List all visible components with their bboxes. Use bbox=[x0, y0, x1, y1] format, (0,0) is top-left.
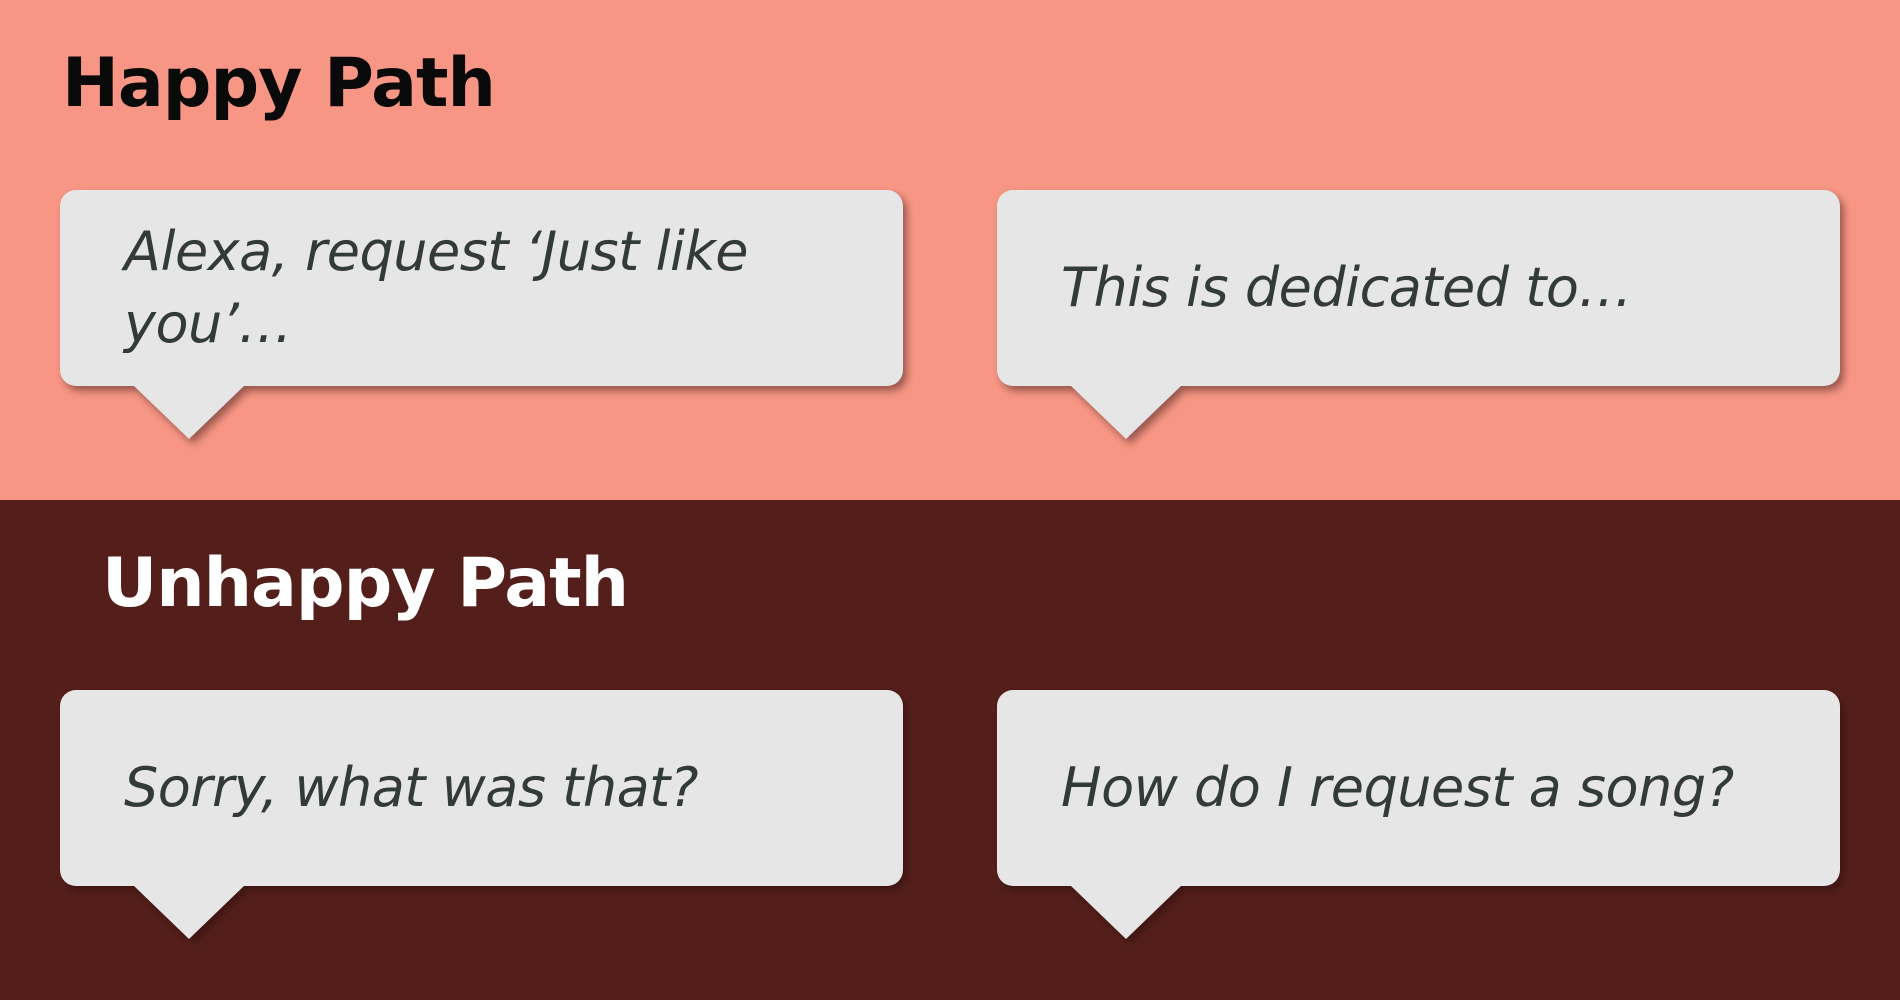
unhappy-path-section: Unhappy Path Sorry, what was that? How d… bbox=[0, 500, 1900, 1000]
speech-bubble-how-to-request: How do I request a song? bbox=[997, 690, 1840, 939]
unhappy-path-heading: Unhappy Path bbox=[102, 544, 629, 623]
happy-path-heading: Happy Path bbox=[62, 44, 496, 123]
speech-bubble-alexa-request: Alexa, request ‘Just like you’… bbox=[60, 190, 903, 439]
speech-bubble-sorry: Sorry, what was that? bbox=[60, 690, 903, 939]
speech-bubble-body: Sorry, what was that? bbox=[60, 690, 903, 886]
speech-bubble-dedication: This is dedicated to… bbox=[997, 190, 1840, 439]
speech-bubble-tail bbox=[133, 385, 245, 439]
speech-bubble-body: How do I request a song? bbox=[997, 690, 1840, 886]
speech-bubble-body: This is dedicated to… bbox=[997, 190, 1840, 386]
speech-bubble-text: Sorry, what was that? bbox=[124, 756, 699, 819]
speech-bubble-tail bbox=[133, 885, 245, 939]
speech-bubble-text: Alexa, request ‘Just like you’… bbox=[124, 220, 748, 355]
speech-bubble-tail bbox=[1070, 385, 1182, 439]
speech-bubble-body: Alexa, request ‘Just like you’… bbox=[60, 190, 903, 386]
happy-path-section: Happy Path Alexa, request ‘Just like you… bbox=[0, 0, 1900, 500]
speech-bubble-text: How do I request a song? bbox=[1061, 756, 1734, 819]
speech-bubble-text: This is dedicated to… bbox=[1061, 256, 1632, 319]
speech-bubble-tail bbox=[1070, 885, 1182, 939]
